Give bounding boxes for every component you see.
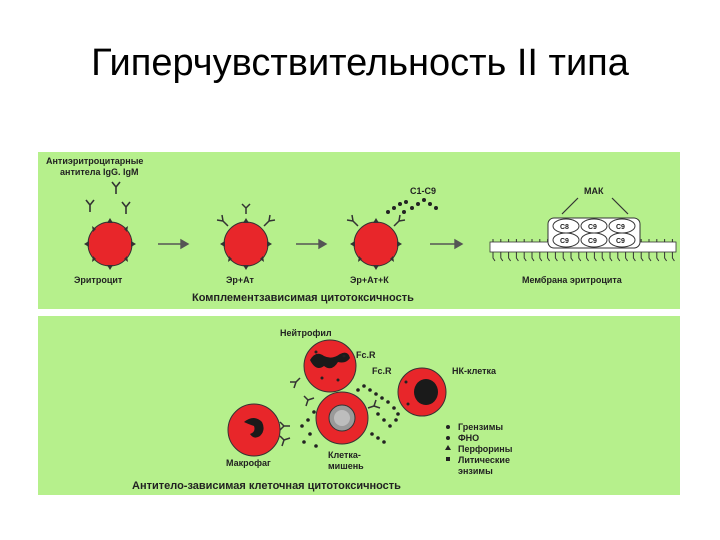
page-title: Гиперчувствительность II типа — [91, 42, 629, 84]
lipid-mark — [539, 239, 543, 262]
legend: Грензимы ФНО Перфорины Литические энзимы — [445, 422, 513, 476]
legend-item-lytic: Литические — [458, 455, 510, 465]
lipid-mark — [531, 239, 535, 262]
nk-cell — [397, 367, 447, 417]
complement-diagram: Антиэритроцитарные антитела IgG. IgM — [46, 156, 677, 304]
adcc-caption: Антитело-зависимая клеточная цитотоксичн… — [132, 480, 401, 492]
legend-item-perforins: Перфорины — [458, 444, 513, 454]
mac-component — [552, 232, 580, 248]
lipid-mark — [640, 239, 644, 262]
lipid-mark — [671, 239, 675, 262]
legend-item-enzymes: энзимы — [458, 466, 493, 476]
macrophage-label: Макрофаг — [226, 458, 271, 468]
free-antibodies — [85, 181, 131, 214]
stage-label-er-at-k: Эр+Ат+К — [350, 275, 389, 285]
lipid-mark — [664, 239, 668, 262]
nk-label: НК-клетка — [452, 366, 497, 376]
adcc-panel: Нейтрофил Fc.R Fc.R НК-клетка Макрофаг — [38, 316, 680, 495]
lipid-mark — [492, 239, 496, 262]
linking-antibodies — [279, 377, 381, 447]
adcc-diagram: Нейтрофил Fc.R Fc.R НК-клетка Макрофаг — [132, 328, 513, 492]
mac-arrows — [561, 197, 629, 215]
mac-component-label: C9 — [616, 238, 625, 245]
complement-panel: Антиэритроцитарные антитела IgG. IgM — [38, 152, 680, 309]
neutrophil-label: Нейтрофил — [280, 328, 332, 338]
stage-label-membrane: Мембрана эритроцита — [522, 275, 623, 285]
target-cell — [315, 391, 369, 445]
legend-item-tnf: ФНО — [458, 433, 479, 443]
mac-label: МАК — [584, 186, 604, 196]
mac-component — [608, 232, 636, 248]
mac-component — [580, 232, 608, 248]
arrow-2 — [296, 238, 328, 250]
lipid-mark — [656, 239, 660, 262]
lipid-mark — [648, 239, 652, 262]
mac-component-label: C9 — [588, 238, 597, 245]
mac-component-label: C9 — [588, 224, 597, 231]
mac-component-label: C9 — [560, 238, 569, 245]
fcr-label-1: Fc.R — [356, 350, 376, 360]
antibody-label-2: антитела IgG. IgM — [60, 167, 139, 177]
erythrocyte-antibody-complement-cell — [346, 198, 438, 270]
lipid-mark — [515, 239, 519, 262]
mac-component-label: C9 — [616, 224, 625, 231]
lipid-mark — [523, 239, 527, 262]
stage-label-erythrocyte: Эритроцит — [74, 275, 123, 285]
arrow-1 — [158, 238, 190, 250]
fcr-label-2: Fc.R — [372, 366, 392, 376]
legend-item-granzymes: Грензимы — [458, 422, 503, 432]
neutrophil-cell — [303, 339, 357, 393]
complement-label: C1-C9 — [410, 186, 436, 196]
lipid-mark — [500, 239, 504, 262]
stage-label-er-at: Эр+Ат — [226, 275, 255, 285]
cytotoxic-granules — [300, 384, 400, 448]
erythrocyte-antibody-cell — [216, 203, 276, 270]
complement-dots — [386, 198, 438, 214]
target-label-1: Клетка- — [328, 450, 361, 460]
mac-component-label: C8 — [560, 224, 569, 231]
macrophage-cell — [227, 403, 281, 457]
target-label-2: мишень — [328, 461, 364, 471]
complement-caption: Комплементзависимая цитотоксичность — [192, 292, 414, 304]
arrow-3 — [430, 238, 464, 250]
lipid-mark — [508, 239, 512, 262]
antibody-label-1: Антиэритроцитарные — [46, 156, 143, 166]
erythrocyte-cell — [84, 218, 136, 270]
